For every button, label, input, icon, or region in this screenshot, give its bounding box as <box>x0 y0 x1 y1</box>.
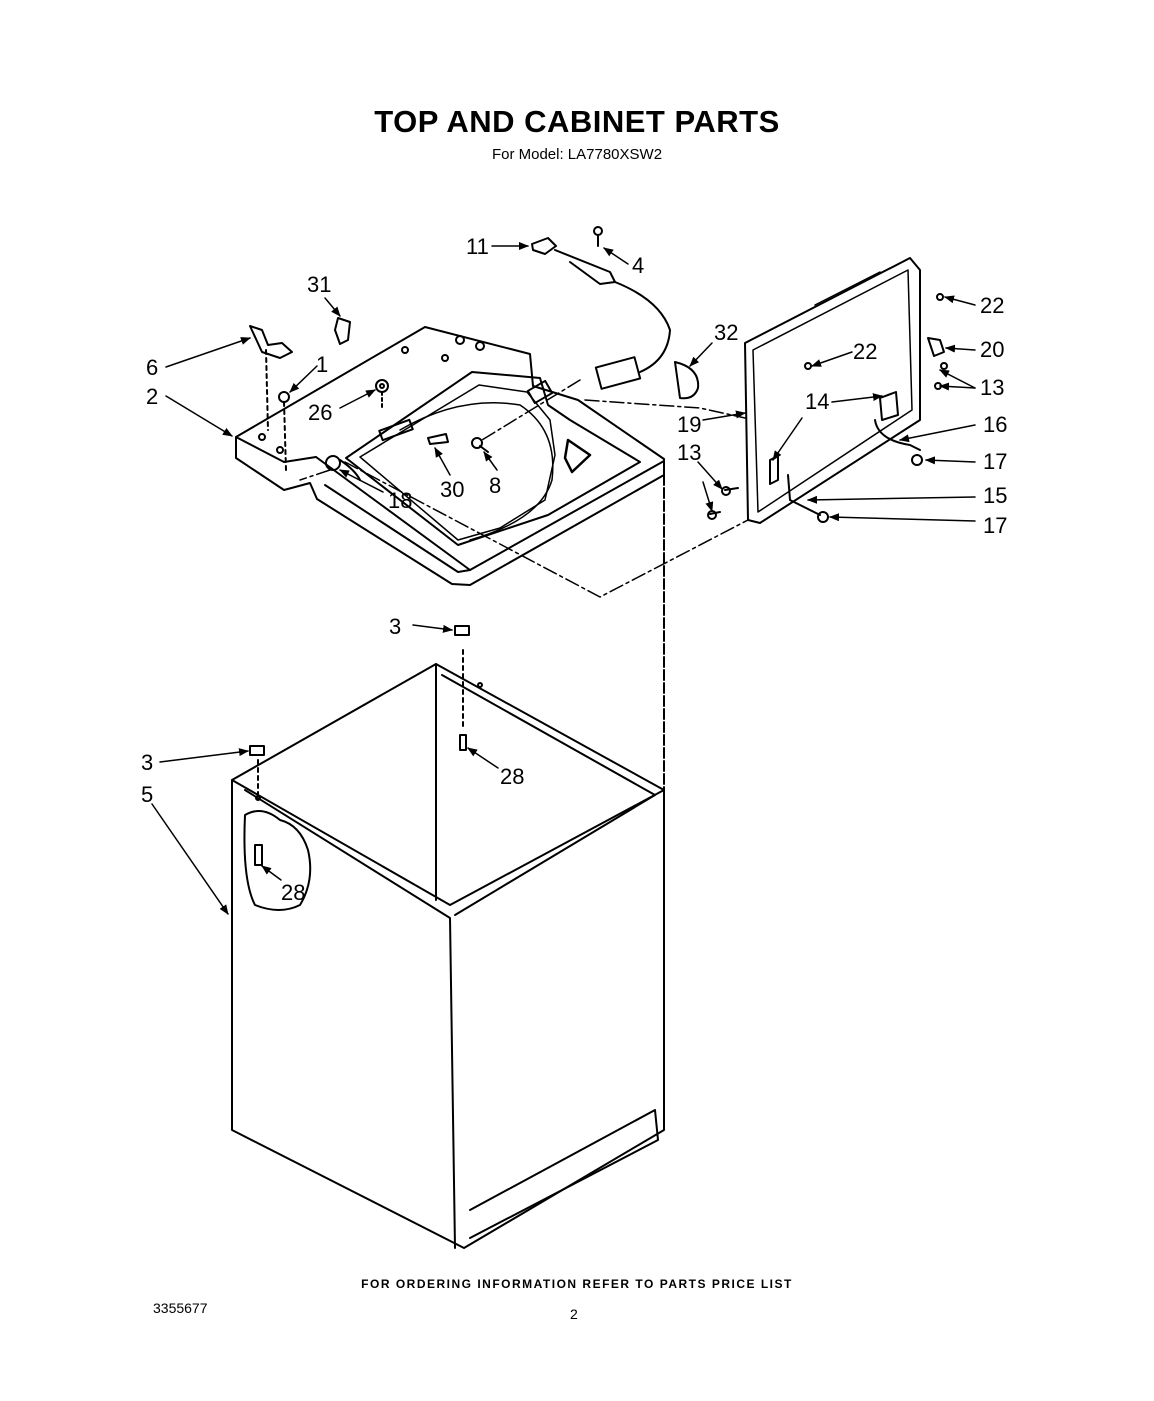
part-hinge-11 <box>531 237 671 390</box>
callout-17-upper: 17 <box>983 449 1007 474</box>
callout-31: 31 <box>307 272 331 297</box>
part-screw-4 <box>593 226 603 247</box>
callout-13-right: 13 <box>980 375 1004 400</box>
page-title: TOP AND CABINET PARTS <box>374 104 780 139</box>
document-number: 3355677 <box>153 1300 208 1316</box>
leader-arrows <box>151 242 976 915</box>
callout-30: 30 <box>440 477 464 502</box>
callout-2: 2 <box>146 384 158 409</box>
part-6 <box>249 325 293 431</box>
callout-labels: 11 4 31 32 6 1 2 26 22 22 20 13 14 16 19… <box>141 234 1007 905</box>
callout-13-left: 13 <box>677 440 701 465</box>
callout-6: 6 <box>146 355 158 380</box>
part-8 <box>471 437 489 453</box>
callout-3-lower: 3 <box>141 750 153 775</box>
callout-22-inner: 22 <box>853 339 877 364</box>
callout-26: 26 <box>308 400 332 425</box>
callout-16: 16 <box>983 412 1007 437</box>
callout-28-lower: 28 <box>281 880 305 905</box>
ordering-note: FOR ORDERING INFORMATION REFER TO PARTS … <box>361 1277 793 1291</box>
callout-32: 32 <box>714 320 738 345</box>
part-26 <box>375 379 389 411</box>
callout-8: 8 <box>489 473 501 498</box>
callout-28-upper: 28 <box>500 764 524 789</box>
callout-17-lower: 17 <box>983 513 1007 538</box>
cabinet <box>231 474 665 1249</box>
part-1 <box>278 391 290 471</box>
part-31 <box>334 317 351 345</box>
callout-4: 4 <box>632 253 644 278</box>
part-32 <box>674 361 700 400</box>
callout-11: 11 <box>466 234 489 259</box>
lid <box>707 257 948 524</box>
callout-3-upper: 3 <box>389 614 401 639</box>
callout-19: 19 <box>677 412 701 437</box>
callout-5: 5 <box>141 782 153 807</box>
callout-22-top: 22 <box>980 293 1004 318</box>
callout-14: 14 <box>805 389 829 414</box>
page-number: 2 <box>570 1306 578 1322</box>
callout-15: 15 <box>983 483 1007 508</box>
part-30 <box>427 433 449 445</box>
callout-1: 1 <box>316 352 328 377</box>
callout-18: 18 <box>388 488 412 513</box>
callout-20: 20 <box>980 337 1004 362</box>
model-subtitle: For Model: LA7780XSW2 <box>491 146 663 163</box>
alignment-lines <box>299 379 749 598</box>
top-panel <box>235 326 665 586</box>
